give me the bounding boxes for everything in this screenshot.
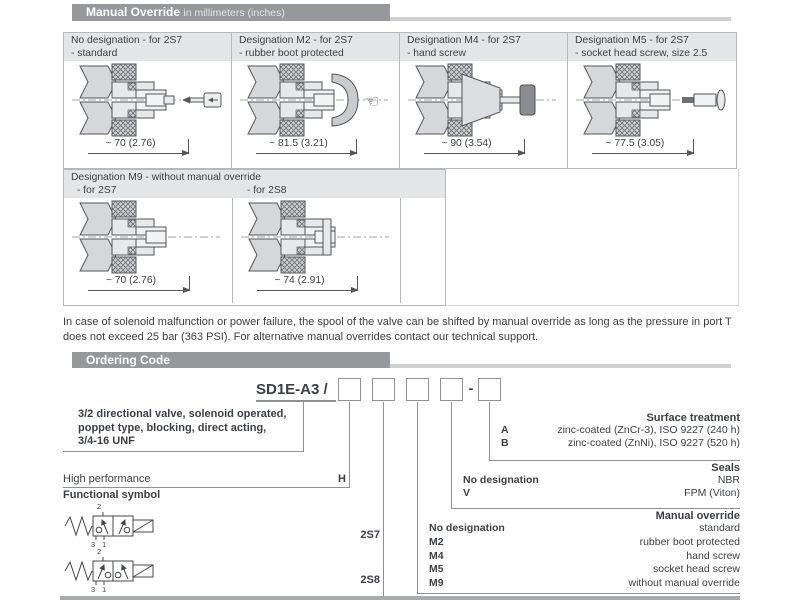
- panel-standard-title: No designation - for 2S7 - standard: [64, 33, 231, 61]
- seals-block: Seals No designation NBR V FPM (Viton): [451, 462, 740, 500]
- panel-m2: Designation M2 - for 2S7 - rubber boot p…: [231, 32, 400, 169]
- manual-override-row: M4 hand screw: [429, 549, 740, 562]
- section-title: Manual Override: [86, 5, 181, 19]
- symbol-code-2s8: 2S8: [360, 574, 380, 586]
- port-label-1: 1: [102, 585, 107, 594]
- functional-symbol-label: Functional symbol: [63, 489, 161, 501]
- connector-line: [349, 402, 350, 487]
- panel-m5-title: Designation M5 - for 2S7 - socket head s…: [568, 33, 736, 61]
- dimension-m2: ~ 81.5 (3.21): [232, 138, 399, 164]
- manual-override-row: M9 without manual override: [429, 577, 740, 590]
- manual-override-title: Manual override: [655, 510, 740, 522]
- order-code-prefix: SD1E-A3 /: [256, 381, 336, 402]
- panel-m4-title: Designation M4 - for 2S7 - hand screw: [400, 33, 567, 61]
- manual-override-row: No designation standard: [429, 522, 740, 534]
- valve-schematic-2s8-icon: [64, 557, 154, 585]
- order-code-box-1: [338, 378, 361, 401]
- surface-treatment-title: Surface treatment: [646, 412, 740, 424]
- panel-m9-sub-2s8: - for 2S8: [247, 184, 287, 196]
- connector-line: [451, 508, 740, 509]
- port-label-3: 3: [91, 585, 96, 594]
- seals-row: No designation NBR: [463, 474, 740, 486]
- hand-icon: ☜: [364, 92, 379, 111]
- high-performance-label: High performance: [63, 473, 151, 485]
- dimension-line: [88, 276, 191, 293]
- panel-m2-title: Designation M2 - for 2S7 - rubber boot p…: [232, 33, 399, 61]
- connector-line: [417, 593, 740, 594]
- connector-line: [489, 402, 490, 460]
- valve-drawing-m5: [568, 61, 736, 138]
- panel-m9-2s7-cell: ~ 70 (2.76): [64, 198, 233, 303]
- dimension-line: [257, 276, 359, 293]
- section-header-manual-override: Manual Override in millimeters (inches): [72, 4, 390, 21]
- section-header-strip: [390, 364, 731, 368]
- dimension-m4: ~ 90 (3.54): [400, 138, 567, 164]
- dimension-line: [88, 139, 190, 156]
- section-header-ordering-code: Ordering Code: [72, 352, 390, 368]
- panel-m9-title: Designation M9 - without manual override…: [64, 170, 445, 198]
- valve-cross-section-allen-key-icon: [572, 62, 726, 138]
- section-subtitle: in millimeters (inches): [183, 7, 285, 19]
- panel-m9-2s8-cell: ~ 74 (2.91): [233, 198, 401, 303]
- dimension-line: [424, 139, 526, 156]
- valve-drawing-m9-2s7: [64, 198, 232, 275]
- port-label-top: 2: [97, 502, 102, 511]
- valve-cross-section-rubber-boot-icon: ☜: [236, 62, 396, 138]
- valve-drawing-m2: ☜: [232, 61, 399, 138]
- panel-m4: Designation M4 - for 2S7 - hand screw ~ …: [399, 32, 568, 169]
- dimension-standard: ~ 70 (2.76): [64, 138, 231, 164]
- surface-treatment-row: B zinc-coated (ZnNi), ISO 9227 (520 h): [501, 437, 740, 450]
- override-panels-row1: No designation - for 2S7 - standard ~ 70…: [63, 32, 739, 169]
- high-performance-code: H: [338, 473, 346, 485]
- order-code-box-4: [440, 378, 463, 401]
- order-code-box-2: [372, 378, 395, 401]
- panel-m9-sub-2s7: - for 2S7: [77, 184, 117, 196]
- valve-schematic-2s7-icon: [64, 512, 154, 540]
- valve-drawing-m9-2s8: [233, 198, 400, 275]
- table-empty-region: [445, 169, 739, 306]
- symbol-code-2s7: 2S7: [360, 529, 380, 541]
- connector-line: [63, 487, 350, 488]
- note-paragraph: In case of solenoid malfunction or power…: [63, 316, 732, 343]
- seals-title: Seals: [711, 462, 740, 474]
- surface-treatment-block: Surface treatment A zinc-coated (ZnCr-3)…: [489, 412, 740, 450]
- manual-override-row: M2 rubber boot protected: [429, 535, 740, 548]
- dimension-line: [592, 139, 695, 156]
- functional-symbol-2s8: 2 3 1: [63, 547, 193, 594]
- dimension-line: [256, 139, 358, 156]
- page-footer-bar: [60, 596, 740, 600]
- section-header-strip: [390, 17, 731, 21]
- valve-description-block: 3/2 directional valve, solenoid operated…: [63, 402, 304, 452]
- seals-row: V FPM (Viton): [463, 487, 740, 500]
- connector-line: [489, 460, 740, 461]
- order-code-box-3: [406, 378, 429, 401]
- manual-override-block: Manual override No designation standard …: [417, 510, 740, 591]
- connector-line: [383, 402, 384, 596]
- surface-treatment-row: A zinc-coated (ZnCr-3), ISO 9227 (240 h): [501, 424, 740, 436]
- panel-m5: Designation M5 - for 2S7 - socket head s…: [567, 32, 737, 169]
- dimension-m5: ~ 77.5 (3.05): [568, 138, 736, 164]
- port-label-top: 2: [97, 547, 102, 556]
- functional-symbol-2s7: 2 3 1: [63, 502, 193, 549]
- valve-drawing-standard: [64, 61, 231, 138]
- valve-cross-section-no-override-icon: [237, 199, 397, 275]
- connector-line: [451, 402, 452, 508]
- valve-cross-section-no-override-icon: [68, 199, 228, 275]
- order-code-box-5: [478, 378, 501, 401]
- order-code-separator: -: [468, 380, 474, 396]
- panel-m9-empty-strip: [401, 198, 445, 303]
- valve-drawing-m4: [400, 61, 567, 138]
- port-label-3: 3: [91, 540, 96, 549]
- port-label-1: 1: [102, 540, 107, 549]
- valve-cross-section-pin-tool-icon: [68, 62, 221, 138]
- section-title: Ordering Code: [86, 353, 171, 367]
- connector-line: [417, 402, 418, 593]
- dimension-m9-2s7: ~ 70 (2.76): [64, 275, 232, 301]
- high-performance-row: High performance H: [63, 463, 346, 485]
- dimension-m9-2s8: ~ 74 (2.91): [233, 275, 400, 301]
- manual-override-row: M5 socket head screw: [429, 563, 740, 576]
- valve-cross-section-hand-screw-icon: [404, 62, 564, 138]
- panel-m9: Designation M9 - without manual override…: [63, 169, 446, 306]
- panel-standard: No designation - for 2S7 - standard ~ 70…: [63, 32, 232, 169]
